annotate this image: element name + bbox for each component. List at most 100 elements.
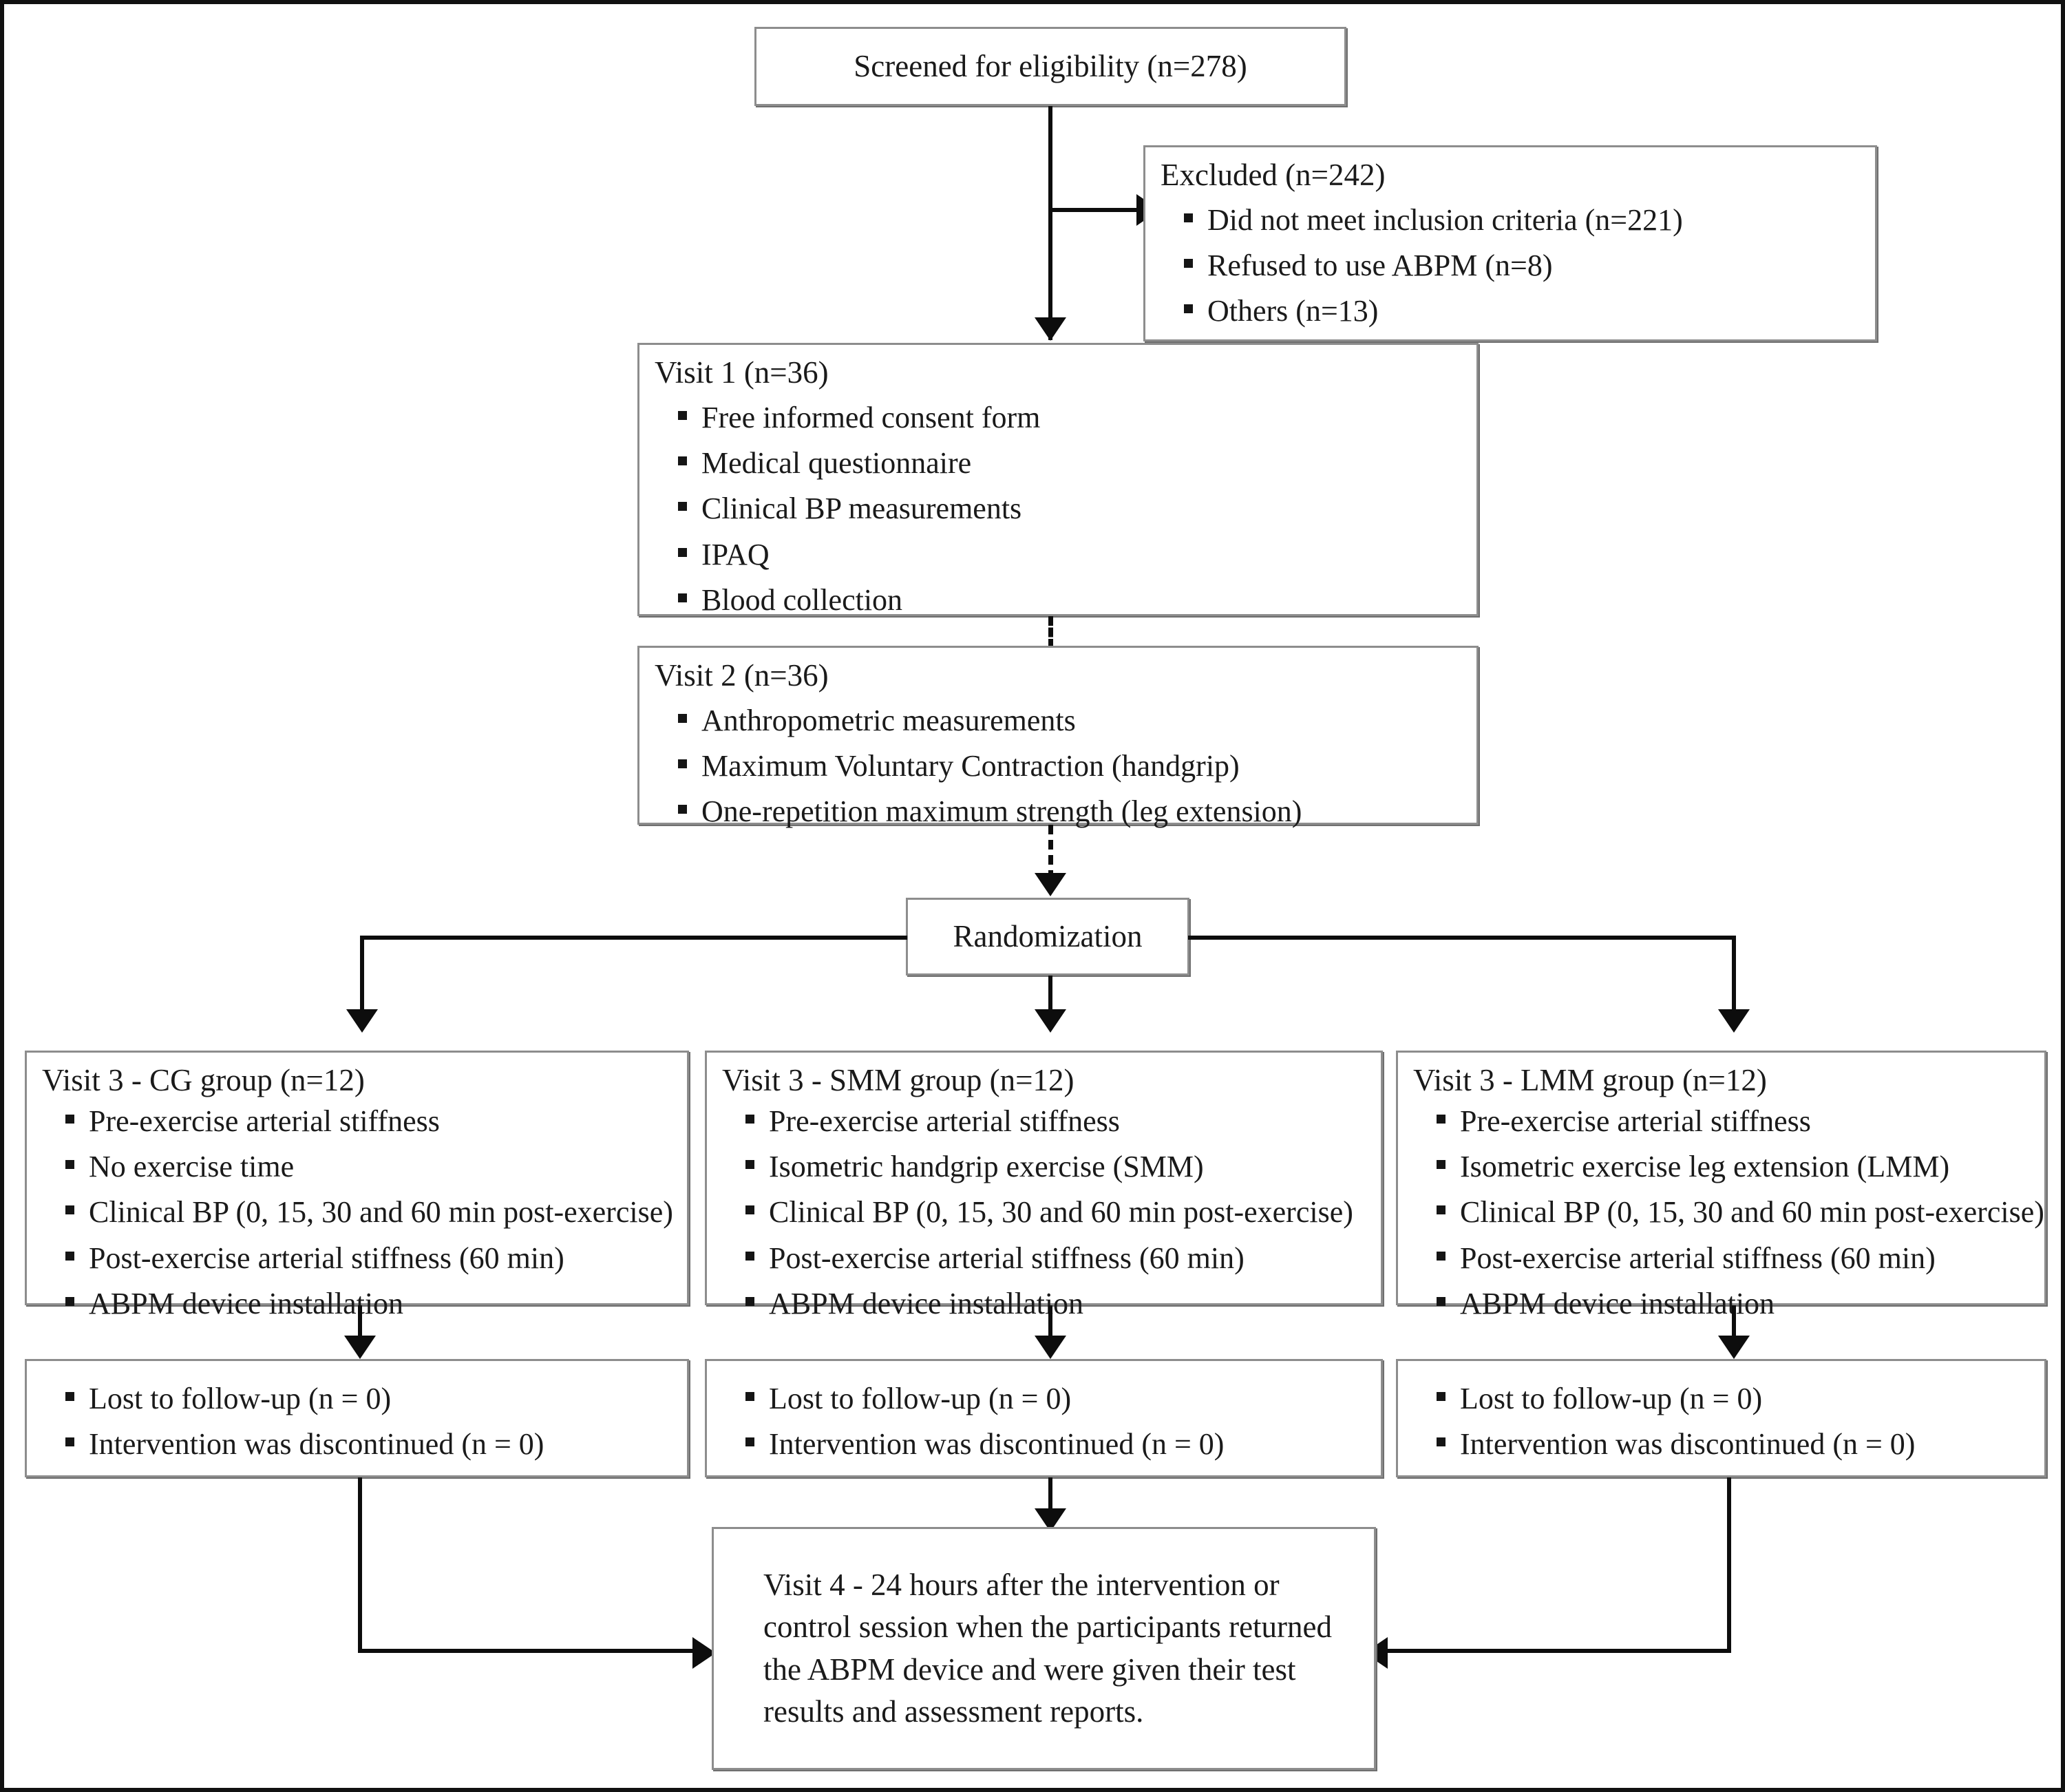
node-visit-4-text: Visit 4 - 24 hours after the interventio… — [763, 1568, 1333, 1729]
list-item: ABPM device installation — [745, 1284, 1366, 1323]
list-item: One-repetition maximum strength (leg ext… — [678, 792, 1461, 831]
node-visit-3-cg-title: Visit 3 - CG group (n=12) — [42, 1063, 365, 1097]
square-bullet-icon — [745, 1160, 754, 1170]
list-item: Clinical BP (0, 15, 30 and 60 min post-e… — [65, 1192, 673, 1232]
square-bullet-icon — [678, 714, 687, 724]
connector-cg-to-followup-line — [358, 1305, 362, 1350]
node-visit-1: Visit 1 (n=36) Free informed consent for… — [637, 343, 1479, 617]
square-bullet-icon — [1437, 1251, 1446, 1261]
square-bullet-icon — [65, 1296, 74, 1306]
connector-cg-followup-to-visit4-vertical — [358, 1477, 362, 1653]
connector-lmm-followup-to-visit4-vertical — [1727, 1477, 1731, 1653]
square-bullet-icon — [678, 805, 687, 814]
square-bullet-icon — [1184, 259, 1193, 268]
square-bullet-icon — [1437, 1205, 1446, 1215]
list-item: Others (n=13) — [1184, 291, 1860, 330]
square-bullet-icon — [1437, 1296, 1446, 1306]
list-item: ABPM device installation — [1437, 1284, 2029, 1323]
list-item: Pre-exercise arterial stiffness — [65, 1101, 672, 1141]
square-bullet-icon — [65, 1115, 74, 1124]
square-bullet-icon — [745, 1437, 754, 1447]
list-item: Post-exercise arterial stiffness (60 min… — [745, 1238, 1366, 1278]
node-visit-3-lmm-list: Pre-exercise arterial stiffness Isometri… — [1413, 1101, 2044, 1323]
node-screened-title: Screened for eligibility (n=278) — [854, 48, 1247, 83]
square-bullet-icon — [1437, 1392, 1446, 1401]
connector-lmm-followup-to-visit4-horizontal — [1388, 1649, 1731, 1653]
square-bullet-icon — [1184, 304, 1193, 314]
node-visit-3-lmm-group: Visit 3 - LMM group (n=12) Pre-exercise … — [1396, 1051, 2046, 1320]
square-bullet-icon — [65, 1160, 74, 1170]
connector-smm-to-followup-arrow — [1035, 1336, 1066, 1359]
square-bullet-icon — [745, 1251, 754, 1261]
list-item: Intervention was discontinued (n = 0) — [1437, 1424, 2029, 1464]
square-bullet-icon — [1184, 213, 1193, 223]
square-bullet-icon — [1437, 1437, 1446, 1447]
connector-visit2-to-randomization-arrow — [1035, 873, 1066, 896]
connector-screened-to-excluded-line — [1048, 208, 1158, 212]
node-randomization-title: Randomization — [953, 918, 1143, 953]
connector-smm-to-followup-line — [1048, 1305, 1052, 1350]
list-item: Isometric handgrip exercise (SMM) — [745, 1147, 1366, 1186]
square-bullet-icon — [678, 547, 687, 557]
list-item: ABPM device installation — [65, 1284, 672, 1323]
node-visit-1-list: Free informed consent form Medical quest… — [655, 398, 1461, 620]
list-item: Post-exercise arterial stiffness (60 min… — [65, 1238, 672, 1278]
connector-randomization-left-rail — [360, 936, 907, 940]
connector-cg-followup-to-visit4-horizontal — [358, 1649, 706, 1653]
connector-visit1-to-visit2-dashed — [1048, 616, 1053, 649]
node-randomization: Randomization — [906, 898, 1189, 976]
list-item: Clinical BP (0, 15, 30 and 60 min post-e… — [745, 1192, 1366, 1232]
list-item: Lost to follow-up (n = 0) — [745, 1379, 1366, 1418]
node-followup-lmm: Lost to follow-up (n = 0) Intervention w… — [1396, 1359, 2046, 1477]
node-followup-lmm-list: Lost to follow-up (n = 0) Intervention w… — [1413, 1379, 2029, 1464]
list-item: Did not meet inclusion criteria (n=221) — [1184, 200, 1860, 240]
list-item: IPAQ — [678, 535, 1461, 574]
list-item: Clinical BP measurements — [678, 489, 1461, 528]
connector-randomization-to-smm-line — [1048, 976, 1052, 1018]
square-bullet-icon — [65, 1437, 74, 1447]
connector-visit2-to-randomization-dashed — [1048, 825, 1053, 880]
list-item: Intervention was discontinued (n = 0) — [65, 1424, 672, 1464]
list-item: Lost to follow-up (n = 0) — [1437, 1379, 2029, 1418]
connector-randomization-to-lmm-line — [1732, 936, 1736, 1018]
square-bullet-icon — [745, 1392, 754, 1401]
list-item: Medical questionnaire — [678, 443, 1461, 483]
list-item: Blood collection — [678, 580, 1461, 620]
square-bullet-icon — [678, 502, 687, 512]
node-followup-cg-list: Lost to follow-up (n = 0) Intervention w… — [42, 1379, 672, 1464]
square-bullet-icon — [745, 1205, 754, 1215]
connector-lmm-to-followup-line — [1732, 1305, 1736, 1350]
connector-randomization-to-lmm-arrow — [1718, 1009, 1750, 1033]
connector-randomization-right-rail — [1188, 936, 1736, 940]
list-item: Intervention was discontinued (n = 0) — [745, 1424, 1366, 1464]
list-item: Lost to follow-up (n = 0) — [65, 1379, 672, 1418]
square-bullet-icon — [678, 456, 687, 466]
square-bullet-icon — [1437, 1160, 1446, 1170]
connector-randomization-to-cg-arrow — [346, 1009, 378, 1033]
connector-screened-to-visit1-arrow — [1035, 317, 1066, 341]
connector-cg-to-followup-arrow — [344, 1336, 376, 1359]
node-visit-4: Visit 4 - 24 hours after the interventio… — [712, 1527, 1376, 1770]
node-visit-2-title: Visit 2 (n=36) — [655, 658, 829, 693]
node-visit-3-smm-group: Visit 3 - SMM group (n=12) Pre-exercise … — [705, 1051, 1383, 1320]
node-visit-3-smm-title: Visit 3 - SMM group (n=12) — [722, 1063, 1074, 1097]
node-visit-3-smm-list: Pre-exercise arterial stiffness Isometri… — [722, 1101, 1366, 1323]
node-followup-cg: Lost to follow-up (n = 0) Intervention w… — [25, 1359, 689, 1477]
square-bullet-icon — [745, 1115, 754, 1124]
node-excluded-title: Excluded (n=242) — [1161, 158, 1386, 192]
square-bullet-icon — [678, 593, 687, 602]
list-item: Isometric exercise leg extension (LMM) — [1437, 1147, 2029, 1186]
square-bullet-icon — [678, 759, 687, 769]
node-followup-smm-list: Lost to follow-up (n = 0) Intervention w… — [722, 1379, 1366, 1464]
connector-lmm-to-followup-arrow — [1718, 1336, 1750, 1359]
node-excluded: Excluded (n=242) Did not meet inclusion … — [1143, 145, 1877, 341]
list-item: Free informed consent form — [678, 398, 1461, 437]
list-item: Maximum Voluntary Contraction (handgrip) — [678, 746, 1461, 786]
list-item: Refused to use ABPM (n=8) — [1184, 246, 1860, 285]
node-followup-smm: Lost to follow-up (n = 0) Intervention w… — [705, 1359, 1383, 1477]
node-visit-1-title: Visit 1 (n=36) — [655, 355, 829, 390]
list-item: Clinical BP (0, 15, 30 and 60 min post-e… — [1437, 1192, 2044, 1232]
node-visit-3-lmm-title: Visit 3 - LMM group (n=12) — [1413, 1063, 1767, 1097]
square-bullet-icon — [1437, 1115, 1446, 1124]
square-bullet-icon — [65, 1392, 74, 1401]
